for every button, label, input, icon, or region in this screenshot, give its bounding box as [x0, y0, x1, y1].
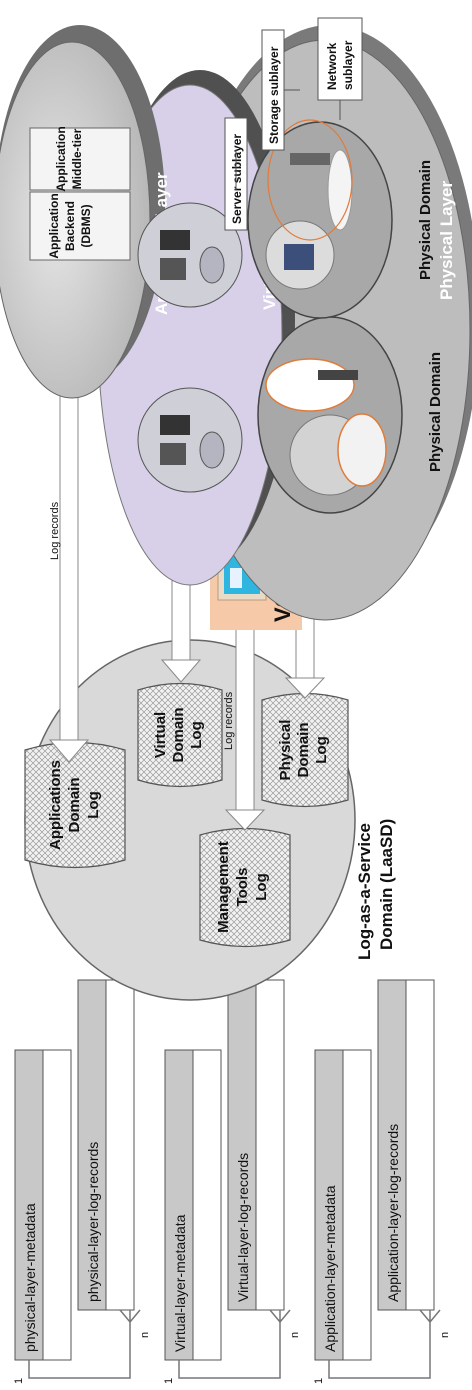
cardinality-many: n [439, 1332, 451, 1338]
svg-text:Physical: Physical [277, 720, 294, 781]
management-tools-log: Management Tools Log [199, 827, 291, 948]
management-log-arrow: Log records [223, 584, 266, 831]
svg-text:Application: Application [47, 193, 61, 258]
sublayer-callouts: Server sublayer Storage sublayer Network… [224, 17, 363, 231]
physical-domain-left: Physical Domain [257, 316, 444, 514]
server-icon [160, 258, 186, 280]
storage-icon [160, 415, 190, 435]
cardinality-many: n [289, 1332, 301, 1338]
infrastructure-layers: Physical Layer Virtual Layer Application… [0, 17, 472, 621]
application-layer-entity: Application-layer-metadata Application-l… [313, 979, 451, 1384]
svg-text:Applications: Applications [47, 760, 64, 850]
laasd-domain: Log-as-a-Service Domain (LaaSD) Applicat… [24, 639, 396, 1001]
virtual-records-label: Virtual-layer-log-records [235, 1153, 251, 1302]
svg-text:Domain: Domain [170, 707, 187, 762]
physical-records-label: physical-layer-log-records [85, 1142, 101, 1302]
svg-text:Virtual: Virtual [152, 712, 169, 758]
database-icon [199, 431, 225, 469]
server-icon [284, 244, 314, 270]
laasd-title-line1: Log-as-a-Service [355, 823, 374, 960]
entity-model: physical-layer-metadata physical-layer-l… [13, 979, 451, 1384]
virtual-machine-right [137, 202, 243, 308]
svg-text:Middle-tier: Middle-tier [70, 128, 84, 189]
application-layer: Application Layer Application Middle-tie… [0, 25, 171, 399]
server-sublayer-label: Server sublayer [230, 134, 244, 224]
svg-text:Log: Log [253, 873, 270, 901]
storage-icon [290, 153, 330, 165]
management-log-cylinder [199, 827, 291, 948]
application-records-label: Application-layer-log-records [385, 1124, 401, 1302]
physical-log-cylinder [261, 692, 349, 808]
cardinality-many: n [139, 1332, 151, 1338]
log-records-label: Log records [49, 501, 61, 560]
svg-text:sublayer: sublayer [341, 40, 355, 90]
physical-domain-log: Physical Domain Log [261, 692, 349, 808]
svg-text:Log: Log [313, 736, 330, 764]
physical-layer-entity: physical-layer-metadata physical-layer-l… [13, 979, 151, 1384]
virtual-log-cylinder [137, 682, 223, 788]
physical-relationship-line [28, 1322, 131, 1379]
virtual-machine-left [137, 387, 243, 493]
physical-domain-label: Physical Domain [427, 352, 444, 472]
svg-text:Domain: Domain [295, 722, 312, 777]
virtual-layer-entity: Virtual-layer-metadata Virtual-layer-log… [163, 979, 301, 1384]
applications-log-cylinder [24, 741, 126, 869]
svg-text:Application: Application [54, 126, 68, 191]
virtual-domain-log: Virtual Domain Log [137, 682, 223, 788]
app-middle-tier-box [29, 127, 131, 191]
physical-metadata-label: physical-layer-metadata [22, 1203, 38, 1352]
svg-text:Network: Network [325, 42, 339, 90]
svg-text:Management: Management [215, 841, 232, 933]
storage-icon [318, 370, 358, 380]
log-records-label: Log records [223, 691, 235, 750]
virtual-metadata-label: Virtual-layer-metadata [172, 1214, 188, 1352]
svg-text:Backend: Backend [63, 201, 77, 251]
physical-domain-label: Physical Domain [417, 160, 434, 280]
physical-layer-title: Physical Layer [437, 181, 456, 300]
svg-text:Log: Log [188, 721, 205, 749]
svg-text:Domain: Domain [66, 777, 83, 832]
storage-icon [160, 230, 190, 250]
svg-text:Log: Log [85, 791, 102, 819]
server-icon [160, 443, 186, 465]
cardinality-one: 1 [313, 1378, 325, 1384]
application-metadata-label: Application-layer-metadata [322, 1185, 338, 1352]
svg-text:(DBMS): (DBMS) [79, 204, 93, 247]
app-backend-box [29, 191, 131, 261]
physical-domain-right: Physical Domain [247, 119, 434, 319]
cardinality-one: 1 [163, 1378, 175, 1384]
applications-domain-log: Applications Domain Log [24, 741, 126, 869]
svg-text:Tools: Tools [234, 868, 251, 907]
laasd-title-line2: Domain (LaaSD) [377, 819, 396, 950]
cardinality-one: 1 [13, 1378, 25, 1384]
database-icon [199, 246, 225, 284]
storage-sublayer-label: Storage sublayer [267, 46, 281, 144]
